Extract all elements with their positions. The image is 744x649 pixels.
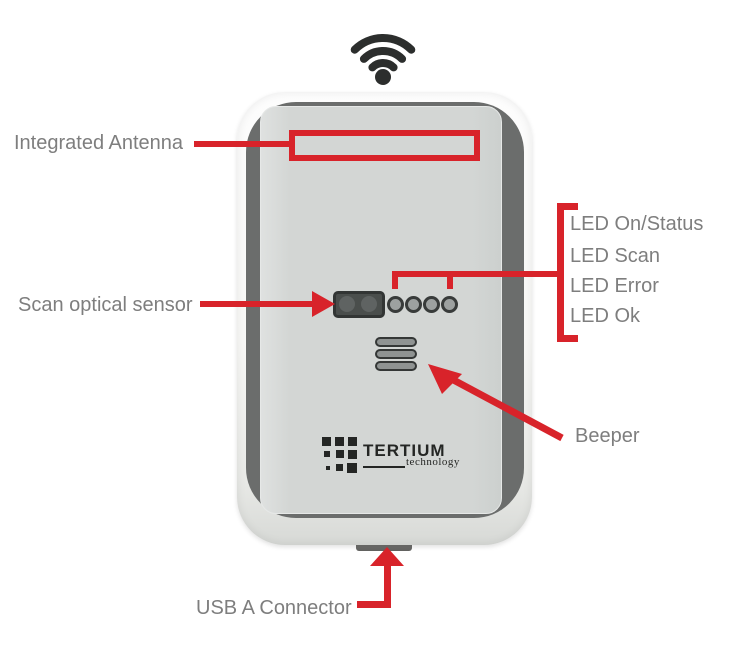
label-led-error: LED Error xyxy=(570,275,659,297)
beeper-slot xyxy=(375,361,417,371)
label-scan-optical-sensor: Scan optical sensor xyxy=(18,294,193,316)
beeper-slot xyxy=(375,337,417,347)
led-bracket-tick xyxy=(392,271,398,289)
led-bracket-connector xyxy=(392,271,564,277)
logo-mark xyxy=(347,463,357,473)
label-integrated-antenna: Integrated Antenna xyxy=(14,132,184,154)
logo-mark xyxy=(324,451,330,457)
logo-mark xyxy=(322,437,331,446)
led-ok xyxy=(441,296,458,313)
wifi-icon xyxy=(350,33,416,85)
label-beeper: Beeper xyxy=(575,425,640,447)
beeper-arrow xyxy=(428,364,564,442)
label-led-on-status: LED On/Status xyxy=(570,213,704,235)
led-bracket-tick xyxy=(447,271,453,289)
logo-mark xyxy=(348,450,357,459)
label-led-ok: LED Ok xyxy=(570,305,641,327)
usb-arrow-vertical xyxy=(384,564,391,608)
scan-optical-sensor-module xyxy=(333,291,385,318)
led-scan xyxy=(405,296,422,313)
beeper-slot xyxy=(375,349,417,359)
scan-arrowhead-icon xyxy=(312,291,335,317)
usb-arrowhead-icon xyxy=(370,547,404,566)
scan-arrow-line xyxy=(200,301,312,307)
usb-connector-tab xyxy=(356,541,412,551)
logo-mark xyxy=(348,437,357,446)
led-bracket-vertical xyxy=(557,203,564,342)
sensor-lens xyxy=(361,296,377,312)
logo-mark xyxy=(336,464,343,471)
sensor-lens xyxy=(339,296,355,312)
usb-arrow-horizontal xyxy=(357,601,391,608)
logo-mark xyxy=(336,450,344,458)
brand-name: TERTIUM xyxy=(363,441,446,460)
led-error xyxy=(423,296,440,313)
logo-mark xyxy=(335,437,344,446)
antenna-pointer-line xyxy=(194,141,289,147)
led-bracket-top-stub xyxy=(557,203,578,210)
led-bracket-bottom-stub xyxy=(557,335,578,342)
brand-underline xyxy=(363,466,405,468)
label-led-scan: LED Scan xyxy=(570,245,661,267)
brand-subtitle: technology xyxy=(406,456,460,468)
logo-mark xyxy=(326,466,330,470)
led-on-status xyxy=(387,296,404,313)
antenna-highlight-box xyxy=(289,130,480,161)
label-usb-a-connector: USB A Connector xyxy=(196,597,352,619)
